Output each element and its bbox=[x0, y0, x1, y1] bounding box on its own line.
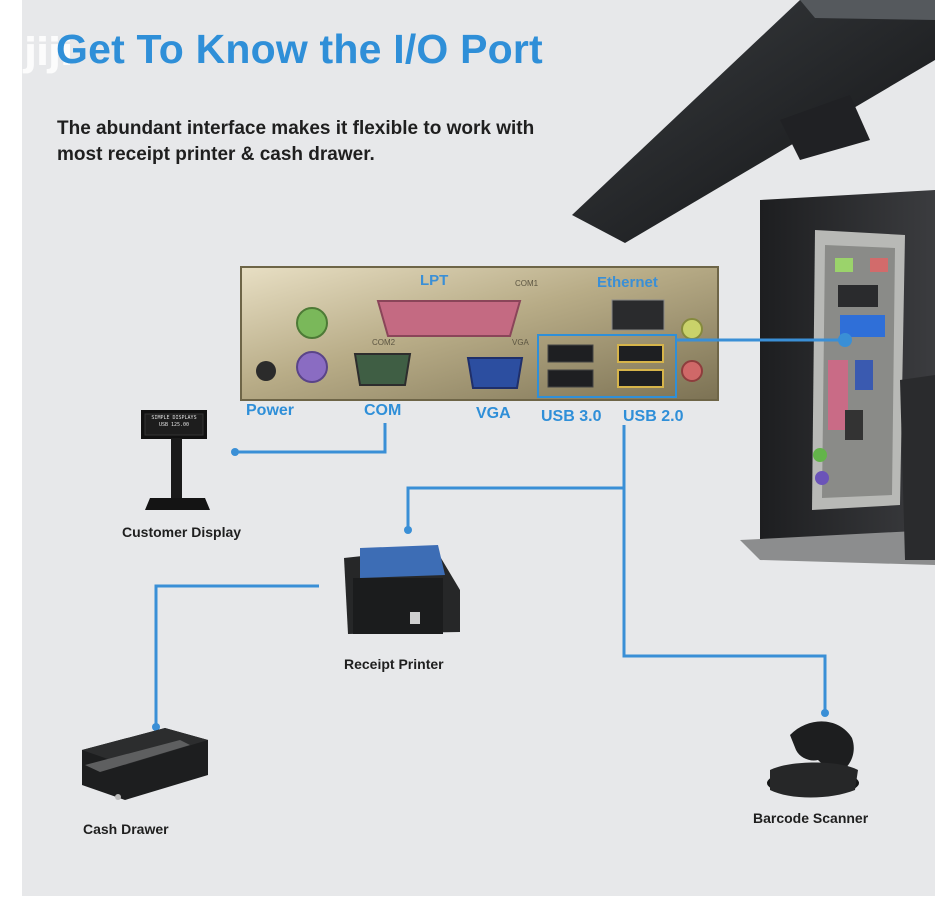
plate-label-com2: COM2 bbox=[372, 338, 396, 347]
plate-label-vga: VGA bbox=[512, 338, 529, 347]
device-label-receipt-printer: Receipt Printer bbox=[344, 656, 444, 672]
display-text-line-2: USB 125.00 bbox=[158, 422, 190, 428]
device-label-cash-drawer: Cash Drawer bbox=[83, 821, 169, 837]
page-subtitle: The abundant interface makes it flexible… bbox=[57, 116, 657, 168]
port-label-usb2: USB 2.0 bbox=[623, 408, 684, 425]
plate-label-com1: COM1 bbox=[515, 279, 539, 288]
cash-drawer-image bbox=[82, 728, 208, 800]
io-plate-image bbox=[240, 266, 719, 401]
barcode-scanner-image bbox=[767, 721, 859, 798]
subtitle-line-2: most receipt printer & cash drawer. bbox=[57, 144, 375, 165]
device-label-customer-display: Customer Display bbox=[122, 524, 242, 540]
plate-label-lpt: LPT bbox=[420, 272, 449, 289]
receipt-printer-image bbox=[344, 545, 460, 634]
plate-label-ethernet: Ethernet bbox=[597, 274, 658, 291]
port-label-usb3: USB 3.0 bbox=[541, 408, 602, 425]
port-label-com: COM bbox=[364, 402, 402, 419]
connection-lines bbox=[154, 338, 845, 727]
page-title: Get To Know the I/O Port bbox=[56, 26, 543, 72]
port-label-vga: VGA bbox=[476, 405, 511, 422]
connection-dots bbox=[152, 333, 852, 731]
device-label-barcode-scanner: Barcode Scanner bbox=[753, 810, 869, 826]
watermark-logo: jiji bbox=[24, 30, 73, 74]
customer-display-screen: SIMPLE DISPLAYS USB 125.00 bbox=[146, 415, 202, 429]
port-label-power: Power bbox=[246, 402, 295, 419]
display-text-line-1: SIMPLE DISPLAYS bbox=[151, 415, 197, 421]
subtitle-line-1: The abundant interface makes it flexible… bbox=[57, 118, 535, 139]
customer-display-image bbox=[141, 410, 210, 510]
pos-terminal-image bbox=[572, 0, 935, 565]
